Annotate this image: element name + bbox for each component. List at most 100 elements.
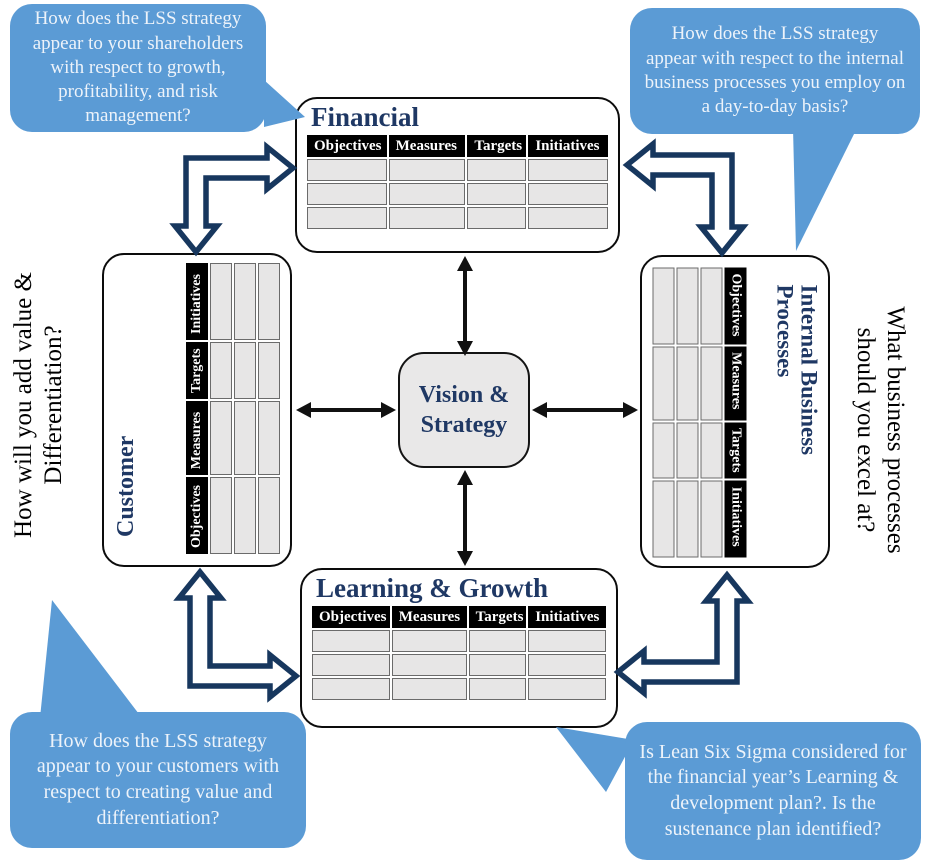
- table-row: [210, 263, 232, 554]
- table-cell: [700, 267, 723, 345]
- column-header: Targets: [186, 341, 208, 399]
- table-cell: [391, 678, 467, 701]
- elbow-arrow-bottom-left: [173, 567, 301, 703]
- question-bubble-internal-processes: How does the LSS strategy appear with re…: [630, 8, 920, 134]
- left-axis-question: How will you add value & Differentiation…: [10, 272, 67, 538]
- question-bubble-learning-plan: Is Lean Six Sigma considered for the fin…: [625, 722, 921, 860]
- column-header: Initiatives: [528, 135, 608, 158]
- column-header: Measures: [186, 400, 208, 476]
- table-cell: [234, 477, 256, 554]
- table-cell: [391, 654, 467, 677]
- table-cell: [676, 267, 699, 345]
- column-header: Objectives: [724, 267, 747, 345]
- table-cell: [234, 341, 256, 399]
- table-row: [312, 630, 606, 653]
- table-cell: [700, 422, 723, 479]
- elbow-arrow-top-right: [622, 138, 749, 258]
- table-cell: [258, 263, 280, 340]
- customer-title: Customer: [113, 435, 139, 537]
- table-row: [312, 678, 606, 701]
- double-arrow-top: [457, 256, 473, 356]
- bubble-tail-bottom-left: [40, 600, 142, 718]
- table-cell: [210, 477, 232, 554]
- table-cell: [528, 654, 606, 677]
- table-cell: [307, 207, 387, 230]
- double-arrow-left: [296, 402, 396, 418]
- column-header: Initiatives: [528, 606, 606, 629]
- table-cell: [388, 159, 466, 182]
- table-row: [312, 654, 606, 677]
- table-row: [307, 183, 608, 206]
- table-cell: [307, 159, 387, 182]
- table-cell: [468, 630, 527, 653]
- column-header: Initiatives: [724, 480, 747, 558]
- table-cell: [700, 346, 723, 420]
- column-header: Targets: [468, 606, 527, 629]
- vision-strategy-label: Vision & Strategy: [418, 382, 510, 438]
- question-bubble-internal-processes-text: How does the LSS strategy appear with re…: [644, 23, 906, 118]
- table-cell: [528, 678, 606, 701]
- table-cell: [652, 422, 675, 479]
- table-cell: [467, 183, 527, 206]
- table-cell: [467, 159, 527, 182]
- column-header: Objectives: [307, 135, 387, 158]
- vision-strategy-node: Vision & Strategy: [398, 352, 530, 468]
- table-cell: [700, 480, 723, 558]
- table-cell: [234, 400, 256, 476]
- financial-title: Financial: [311, 102, 420, 132]
- table-cell: [312, 654, 390, 677]
- table-cell: [652, 267, 675, 345]
- table-cell: [528, 183, 608, 206]
- table-cell: [676, 422, 699, 479]
- table-cell: [528, 630, 606, 653]
- learning-growth-title: Learning & Growth: [316, 573, 549, 603]
- table-cell: [676, 346, 699, 420]
- table-row: [234, 263, 256, 554]
- question-bubble-customers: How does the LSS strategy appear to your…: [10, 712, 306, 848]
- table-row: [652, 267, 675, 558]
- question-bubble-shareholders-text: How does the LSS strategy appear to your…: [32, 8, 244, 127]
- table-cell: [652, 346, 675, 420]
- table-cell: [652, 480, 675, 558]
- elbow-arrow-top-left: [169, 141, 298, 257]
- table-row: [700, 267, 723, 558]
- double-arrow-right: [532, 402, 638, 418]
- table-cell: [312, 678, 390, 701]
- bubble-tail-bottom-right: [556, 727, 634, 792]
- column-header: Targets: [724, 422, 747, 479]
- table-row: [307, 159, 608, 182]
- question-bubble-customers-text: How does the LSS strategy appear to your…: [36, 729, 280, 829]
- right-axis-question: What business processes should you excel…: [852, 306, 909, 554]
- table-cell: [528, 159, 608, 182]
- column-header: Targets: [467, 135, 527, 158]
- table-cell: [391, 630, 467, 653]
- table-cell: [468, 678, 527, 701]
- table-cell: [258, 477, 280, 554]
- internal-business-processes-title: Internal Business Processes: [772, 284, 822, 456]
- table-cell: [468, 654, 527, 677]
- table-cell: [210, 400, 232, 476]
- column-header: Measures: [388, 135, 466, 158]
- table-cell: [528, 207, 608, 230]
- table-cell: [467, 207, 527, 230]
- elbow-arrow-bottom-right: [613, 570, 754, 699]
- table-cell: [307, 183, 387, 206]
- column-header: Objectives: [312, 606, 390, 629]
- table-row: [676, 267, 699, 558]
- column-header: Measures: [391, 606, 467, 629]
- table-row: [258, 263, 280, 554]
